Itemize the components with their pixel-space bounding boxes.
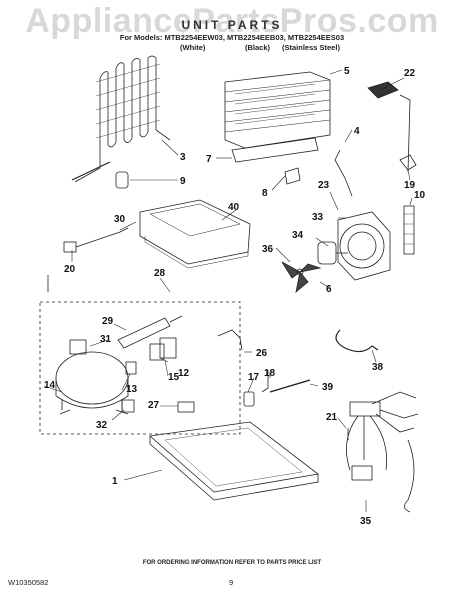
evaporator xyxy=(224,71,331,163)
screw-pin xyxy=(261,370,269,393)
defrost-heater-part xyxy=(367,81,411,173)
callout-5: 5 xyxy=(344,66,350,77)
callout-23: 23 xyxy=(318,180,330,191)
main-wire-harness xyxy=(346,391,419,513)
grommet xyxy=(243,391,255,407)
callout-28: 28 xyxy=(154,268,166,279)
callout-32: 32 xyxy=(96,420,108,431)
callout-12: 12 xyxy=(178,368,190,379)
condenser-coil xyxy=(71,55,171,183)
callout-6: 6 xyxy=(326,284,332,295)
callout-30: 30 xyxy=(114,214,126,225)
callout-20: 20 xyxy=(64,264,76,275)
base-plate xyxy=(149,421,319,501)
callout-22: 22 xyxy=(404,68,416,79)
drier xyxy=(115,171,129,189)
tubing xyxy=(217,329,243,351)
rod xyxy=(269,379,311,393)
callout-39: 39 xyxy=(322,382,334,393)
watermark: AppliancePartsPros.com xyxy=(25,2,439,40)
callout-4: 4 xyxy=(354,126,360,137)
callout-17: 17 xyxy=(248,372,260,383)
wire-harness xyxy=(63,227,129,253)
callout-27: 27 xyxy=(148,400,160,411)
callout-34: 34 xyxy=(292,230,304,241)
callout-1: 1 xyxy=(112,476,118,487)
callout-13: 13 xyxy=(126,384,138,395)
relay-clip xyxy=(125,361,137,375)
document-number: W10350582 xyxy=(8,578,49,587)
compressor-kit-box xyxy=(39,301,241,435)
overload-protector xyxy=(117,315,183,349)
finish-stainless: (Stainless Steel) xyxy=(282,43,340,52)
page-title: UNIT PARTS xyxy=(181,18,283,32)
callout-10: 10 xyxy=(414,190,426,201)
callout-19: 19 xyxy=(404,180,416,191)
callout-3: 3 xyxy=(180,152,186,163)
callout-14: 14 xyxy=(44,380,56,391)
model-numbers: For Models: MTB2254EEW03, MTB2254EEB03, … xyxy=(119,33,345,42)
callout-18: 18 xyxy=(264,368,276,379)
defrost-sensor xyxy=(334,149,353,197)
callout-26: 26 xyxy=(256,348,268,359)
callout-31: 31 xyxy=(100,334,112,345)
callout-40: 40 xyxy=(228,202,240,213)
callout-35: 35 xyxy=(360,516,372,527)
callout-7: 7 xyxy=(206,154,212,165)
callout-38: 38 xyxy=(372,362,384,373)
drain-hose xyxy=(335,329,379,353)
callout-36: 36 xyxy=(262,244,274,255)
callout-8: 8 xyxy=(262,188,268,199)
compressor xyxy=(55,339,129,415)
callout-29: 29 xyxy=(102,316,114,327)
capacitor xyxy=(121,399,135,413)
finish-black: (Black) xyxy=(245,43,271,52)
callout-15: 15 xyxy=(168,372,180,383)
ordering-note: FOR ORDERING INFORMATION REFER TO PARTS … xyxy=(142,560,322,566)
start-relay xyxy=(149,343,165,361)
thermostat xyxy=(399,154,417,171)
page-number: 9 xyxy=(229,578,234,587)
drain-pan-cover xyxy=(139,199,251,269)
evaporator-fan-assembly xyxy=(317,211,391,281)
callout-33: 33 xyxy=(312,212,324,223)
foam-strip xyxy=(403,205,415,255)
fan-blade xyxy=(281,261,322,294)
finish-white: (White) xyxy=(180,43,206,52)
cover-part xyxy=(177,401,195,413)
bracket xyxy=(284,167,301,185)
relay-cover xyxy=(159,337,177,359)
callout-21: 21 xyxy=(326,412,338,423)
callout-9: 9 xyxy=(180,176,186,187)
